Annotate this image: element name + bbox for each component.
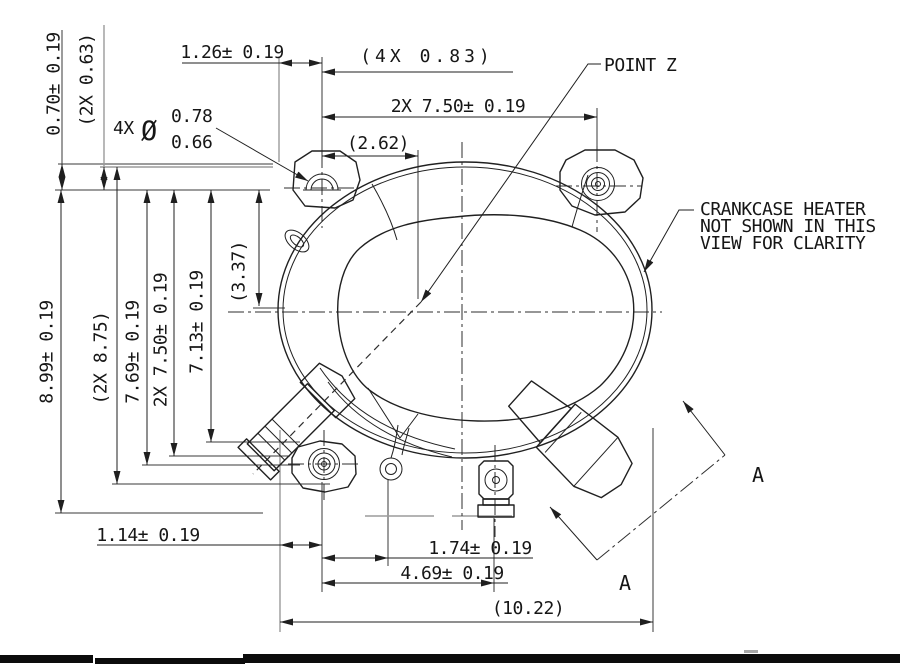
point-z-label: POINT Z [604, 55, 677, 76]
lug-bottom-left [291, 440, 357, 493]
dim-750h-label: 2X 7.50± 0.19 [391, 96, 525, 117]
shell-seam-tail [367, 387, 419, 439]
crankcase-note-line1: CRANKCASE HEATER [700, 199, 866, 220]
bottom-center-fitting [477, 460, 515, 518]
diameter-symbol: Ø [141, 116, 157, 147]
section-label-lower: A [619, 571, 631, 595]
dim-174-label: 1.74± 0.19 [428, 538, 531, 559]
hole-note-qty: 4X [113, 118, 134, 139]
extension-lines [55, 25, 654, 632]
hole-note-lower: 0.66 [171, 132, 212, 153]
section-cut [549, 400, 726, 561]
title-block-edge [0, 650, 900, 664]
vent-stem-right [401, 427, 410, 456]
centerlines [228, 142, 662, 537]
lug-top-left-hole [305, 173, 339, 191]
leader-lines [215, 63, 694, 303]
partial-glyph-mark [744, 650, 758, 653]
mounting-lugs [284, 149, 644, 493]
side-grommet [284, 229, 310, 253]
dim-4x083-label: (4X 0.83) [360, 46, 494, 67]
compressor-body [277, 161, 653, 481]
discharge-fitting [507, 380, 633, 499]
shell-band-lower-2 [327, 381, 453, 458]
crankcase-note-leader [643, 209, 694, 273]
shell-seam-top-left [371, 183, 398, 241]
dim-713-label: 7.13± 0.19 [186, 270, 207, 373]
dim-126-label: 1.26± 0.19 [180, 42, 283, 63]
dim-899-label: 8.99± 0.19 [36, 300, 57, 403]
hole-note-upper: 0.78 [171, 106, 212, 127]
section-arrow-upper [682, 400, 726, 456]
dim-2x875-label: (2X 8.75) [90, 311, 111, 404]
dim-469-label: 4.69± 0.19 [400, 563, 503, 584]
dim-2x750v-label: 2X 7.50± 0.19 [150, 273, 171, 407]
crankcase-note-line2: NOT SHOWN IN THIS [700, 216, 876, 237]
section-arrow-lower [549, 506, 598, 561]
fitting-axis-line [252, 301, 422, 475]
dim-337-label: (3.37) [228, 241, 249, 303]
lug-top-right [559, 149, 644, 216]
hole-note-leader [215, 127, 309, 182]
annotation-text: POINT Z CRANKCASE HEATER NOT SHOWN IN TH… [604, 55, 876, 595]
dim-1022-label: (10.22) [492, 598, 564, 619]
shell-dome-contour [337, 214, 635, 422]
vent-fitting-outer [379, 457, 403, 481]
section-label-upper: A [752, 463, 764, 487]
shell-band-lower-1 [319, 367, 456, 450]
fittings [237, 362, 633, 518]
shell-seam-top-right [571, 174, 589, 228]
dim-070-label: 0.70± 0.19 [43, 32, 64, 135]
dim-2x063-label: (2X 0.63) [76, 33, 97, 126]
vent-stem-left [390, 424, 399, 459]
point-z-leader [420, 63, 601, 303]
dim-769-label: 7.69± 0.19 [122, 300, 143, 403]
lug-top-left [292, 150, 361, 209]
dimension-labels: 0.70± 0.19 (2X 0.63) 1.26± 0.19 (4X 0.83… [36, 32, 564, 619]
crankcase-note-line3: VIEW FOR CLARITY [700, 233, 866, 254]
suction-fitting [237, 362, 356, 481]
vent-fitting-inner [385, 463, 397, 475]
section-cut-line [596, 454, 726, 561]
dim-262-label: (2.62) [347, 133, 409, 154]
dim-114-label: 1.14± 0.19 [96, 525, 199, 546]
